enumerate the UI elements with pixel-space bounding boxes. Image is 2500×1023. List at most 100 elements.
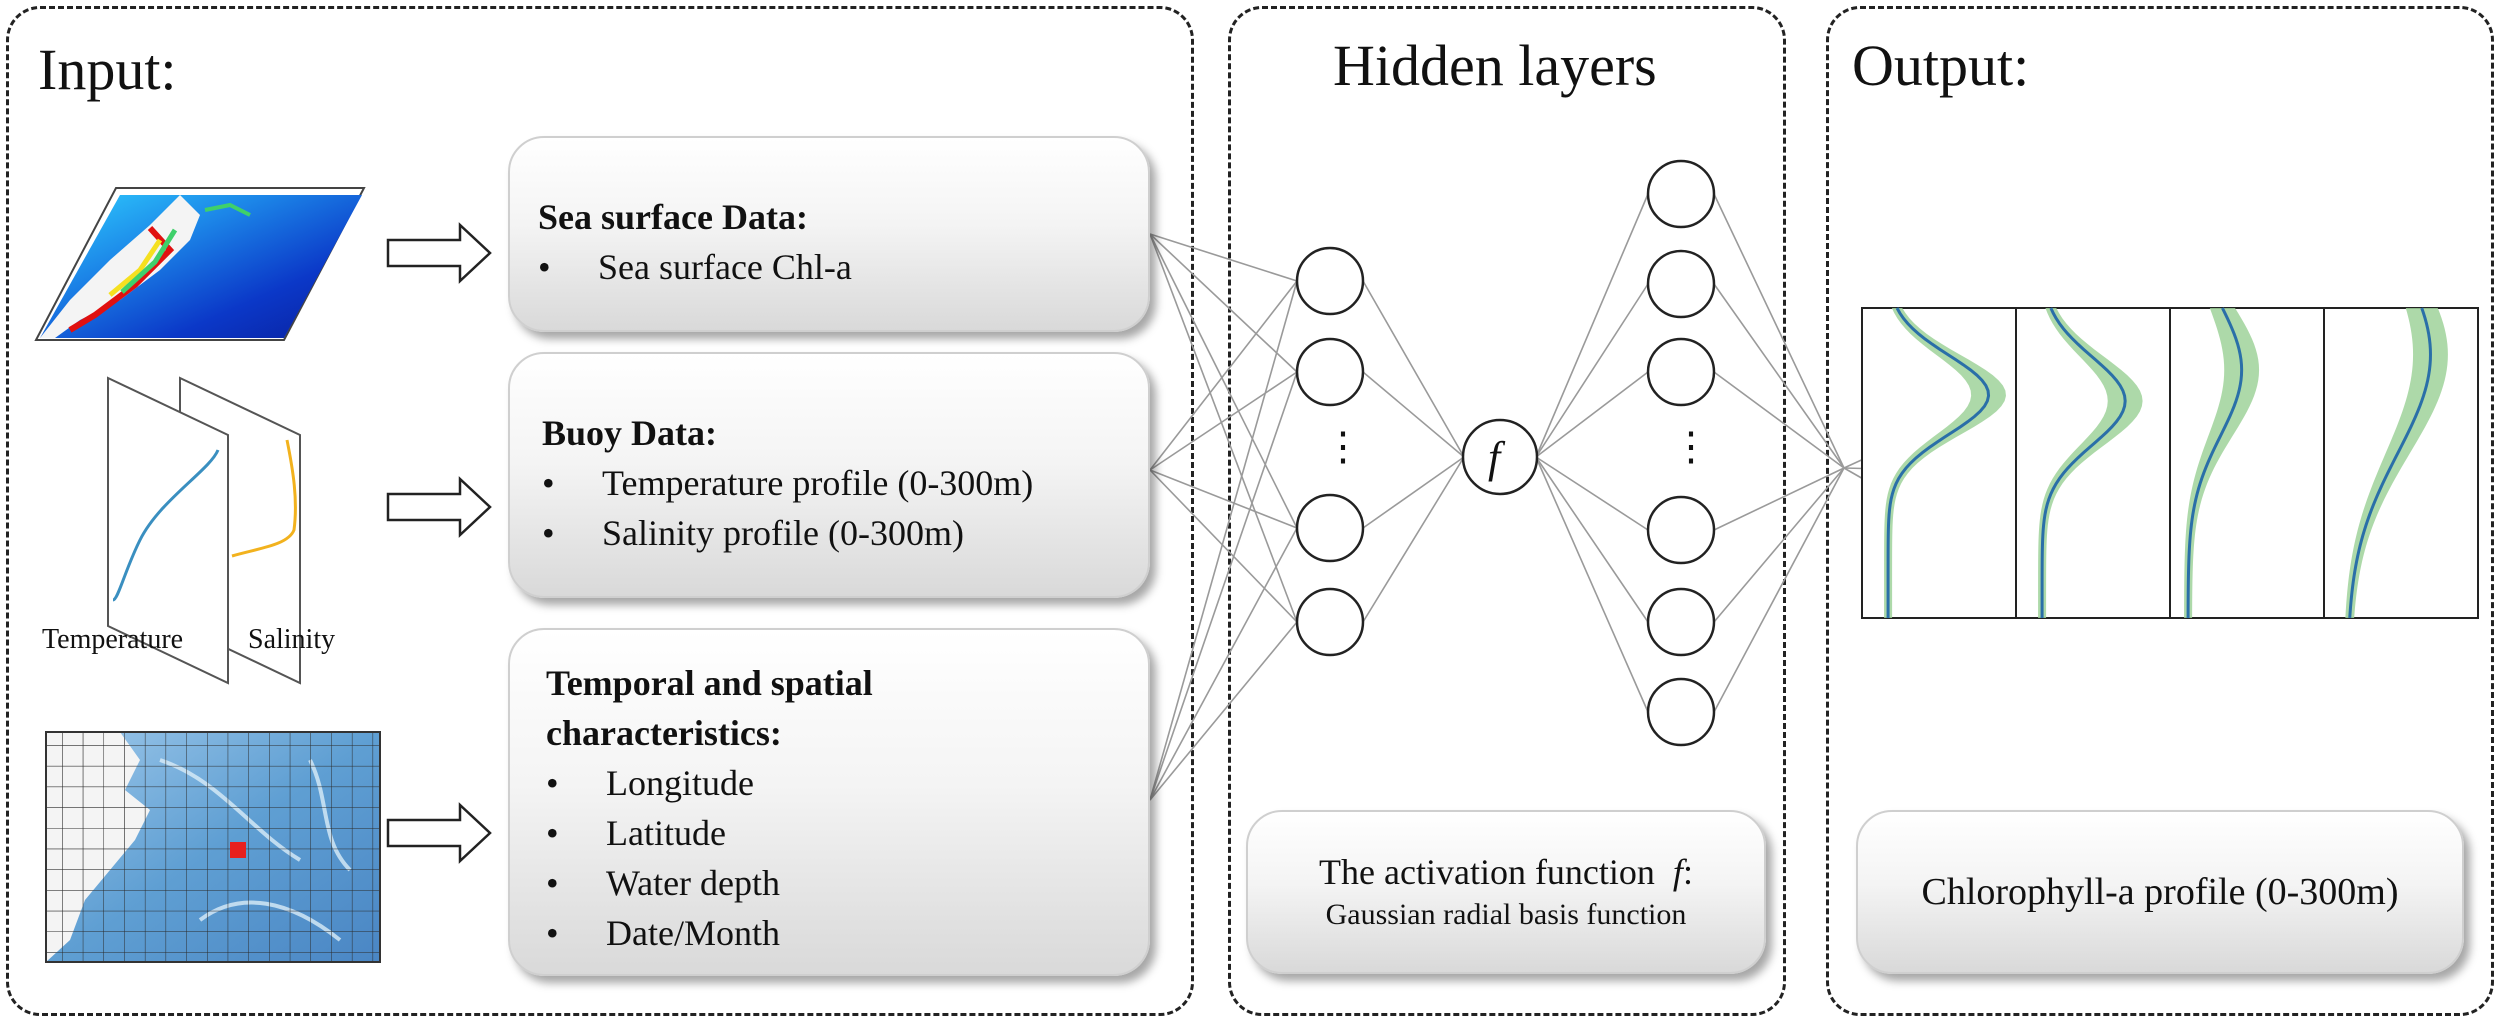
connection-line — [1362, 280, 1465, 458]
arrow-icon — [386, 802, 492, 864]
activation-function-box: The activation function f: Gaussian radi… — [1246, 810, 1766, 974]
rbf-activation-node — [1461, 418, 1539, 496]
sea-surface-heading: Sea surface Data: — [538, 197, 808, 237]
connection-line — [1713, 467, 1845, 623]
bullet: • — [542, 513, 555, 553]
activation-text: The activation function — [1319, 852, 1655, 892]
temporal-item-date-month: Date/Month — [606, 913, 780, 953]
arrow-icon — [386, 476, 492, 538]
temporal-item-longitude: Longitude — [606, 763, 754, 803]
hidden-neuron-layer2 — [1646, 337, 1716, 407]
hidden-neuron-layer1 — [1295, 587, 1365, 657]
activation-symbol: f — [1672, 852, 1683, 892]
chlorophyll-profile-plots — [1861, 307, 2479, 619]
layer1-ellipsis: ⋮ — [1323, 424, 1363, 469]
connection-line — [1535, 371, 1649, 458]
profile-uncertainty-band — [1884, 308, 2006, 618]
sea-surface-map-image — [34, 187, 366, 341]
temporal-heading-line1: Temporal and spatial — [546, 663, 873, 703]
connection-line — [1713, 467, 1845, 713]
connection-line — [1713, 467, 1845, 531]
connection-line — [1149, 371, 1298, 471]
connection-line — [1149, 527, 1298, 801]
connection-line — [1535, 456, 1649, 713]
hidden-layers-title: Hidden layers — [1333, 33, 1657, 98]
connection-line — [1149, 233, 1298, 282]
input-panel — [6, 6, 1194, 1016]
activation-line1: The activation function f: — [1319, 849, 1693, 895]
buoy-item-temperature: Temperature profile (0-300m) — [602, 463, 1034, 503]
connection-line — [1149, 233, 1298, 529]
list-item: •Sea surface Chl-a — [538, 242, 852, 292]
connection-line — [1362, 456, 1465, 529]
hidden-neuron-layer2 — [1646, 159, 1716, 229]
rbf-node-symbol: f — [1488, 433, 1501, 482]
profile-mean-line — [2040, 307, 2127, 618]
selected-grid-cell-marker — [230, 842, 246, 858]
profile-mean-line — [2186, 307, 2244, 619]
profile-uncertainty-band — [2038, 308, 2143, 618]
temporal-item-latitude: Latitude — [606, 813, 726, 853]
connection-line — [1149, 469, 1298, 529]
connection-line — [1149, 233, 1298, 373]
hidden-neuron-layer2 — [1646, 249, 1716, 319]
input-arrows — [386, 222, 492, 864]
buoy-item-salinity: Salinity profile (0-300m) — [602, 513, 964, 553]
connection-line — [1535, 456, 1649, 531]
output-panel — [1826, 6, 2494, 1016]
connection-line — [1149, 233, 1298, 623]
buoy-data-box: Buoy Data: • Temperature profile (0-300m)… — [508, 352, 1150, 598]
connection-line — [1535, 456, 1649, 623]
hidden-layers-panel — [1228, 6, 1786, 1016]
arrow-icon — [386, 222, 492, 284]
profile-plot-frame — [2323, 307, 2479, 619]
list-item: • Temperature profile (0-300m) — [542, 458, 1033, 508]
connection-line — [1149, 469, 1298, 623]
hidden-neuron-layer2 — [1646, 495, 1716, 565]
connection-line — [1535, 283, 1649, 458]
bullet: • — [538, 247, 551, 287]
buoy-profile-image — [107, 376, 301, 685]
bullet: • — [546, 913, 559, 953]
buoy-heading: Buoy Data: — [542, 413, 718, 453]
connection-line — [1713, 371, 1845, 469]
spatial-grid-map-image — [45, 731, 381, 963]
bullet: • — [546, 763, 559, 803]
profile-mean-line — [2348, 307, 2432, 619]
bullet: • — [546, 813, 559, 853]
bullet: • — [546, 863, 559, 903]
list-item: • Salinity profile (0-300m) — [542, 508, 1033, 558]
sea-surface-data-box: Sea surface Data: •Sea surface Chl-a — [508, 136, 1150, 332]
temporal-heading-line2: characteristics: — [546, 713, 782, 753]
connection-line — [1149, 280, 1298, 471]
neurons — [1295, 159, 1716, 747]
connection-line — [1713, 283, 1845, 469]
list-item: • Latitude — [546, 808, 780, 858]
list-item: • Water depth — [546, 858, 780, 908]
layer2-ellipsis: ⋮ — [1671, 424, 1711, 469]
hidden-neuron-layer1 — [1295, 246, 1365, 316]
activation-colon: : — [1682, 852, 1693, 892]
connection-line — [1149, 371, 1298, 801]
connection-line — [1149, 621, 1298, 801]
list-item: • Longitude — [546, 758, 780, 808]
output-title: Output: — [1852, 33, 2030, 98]
output-profile-box: Chlorophyll-a profile (0-300m) — [1856, 810, 2464, 974]
profile-uncertainty-band — [2345, 308, 2448, 618]
temporal-item-water-depth: Water depth — [606, 863, 781, 903]
hidden-neuron-layer1 — [1295, 337, 1365, 407]
temporal-spatial-box: Temporal and spatial characteristics: • L… — [508, 628, 1150, 976]
network-connections — [1149, 193, 1921, 801]
output-profile-text: Chlorophyll-a profile (0-300m) — [1921, 871, 2399, 913]
connection-line — [1362, 371, 1465, 458]
list-item: • Date/Month — [546, 908, 780, 958]
bullet: • — [542, 463, 555, 503]
profile-mean-line — [1886, 307, 1991, 618]
input-title: Input: — [38, 37, 177, 102]
connection-line — [1149, 280, 1298, 801]
connection-line — [1362, 456, 1465, 623]
connection-line — [1535, 193, 1649, 458]
salinity-label: Salinity — [248, 624, 336, 655]
activation-line2: Gaussian radial basis function — [1325, 898, 1687, 931]
